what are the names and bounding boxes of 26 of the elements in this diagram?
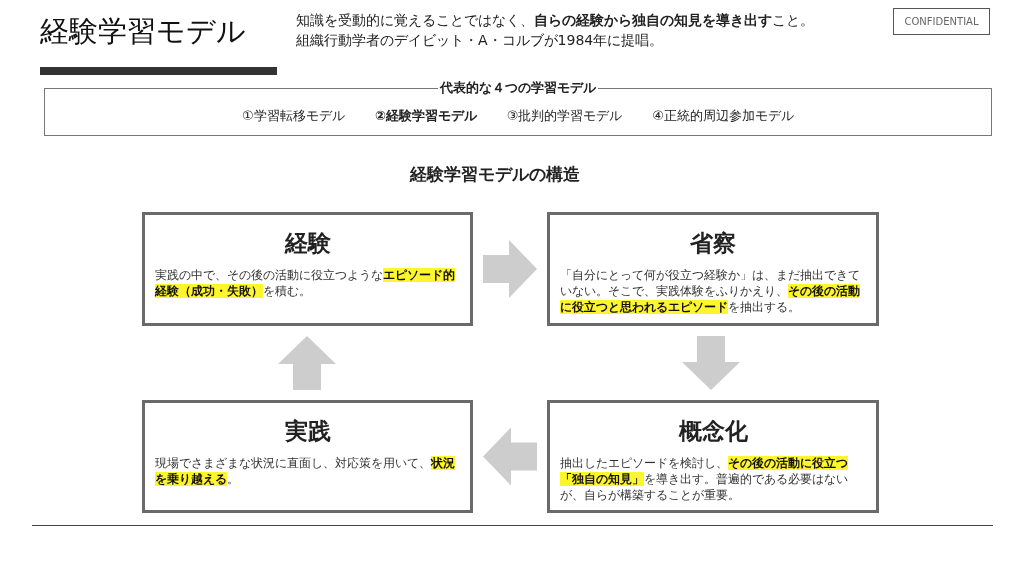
- block-arrow: [483, 240, 537, 298]
- stage-description: 抽出したエピソードを検討し、その後の活動に役立つ「独自の知見」を導き出す。普遍的である必要はないが、自らが構築することが重要。: [560, 455, 849, 503]
- stage-box: [547, 212, 879, 326]
- stage-heading: 省察: [689, 229, 737, 258]
- model-item: ④正統的周辺参加モデル: [652, 107, 794, 125]
- intro-text: 知識を受動的に覚えることではなく、自らの経験から独自の知見を導き出すこと。: [296, 11, 815, 30]
- stage-heading: 経験: [283, 229, 332, 258]
- model-item: ②経験学習モデル: [374, 107, 477, 125]
- stage-description: 現場でさまざまな状況に直面し、対応策を用いて、状況を乗り越える。: [155, 455, 456, 487]
- panel-heading: 代表的な４つの学習モデル: [438, 80, 598, 96]
- stage-heading: 概念化: [677, 417, 749, 446]
- section-heading: 経験学習モデルの構造: [408, 163, 581, 186]
- stage-box: [142, 212, 473, 326]
- model-item: ①学習転移モデル: [242, 107, 345, 125]
- stage-box: [547, 400, 879, 513]
- block-arrow: [483, 427, 537, 486]
- intro-text: 組織行動学者のデイビット・A・コルブが1984年に提唱。: [296, 31, 665, 50]
- confidential-tag: CONFIDENTIAL: [893, 8, 990, 35]
- stage-description: 「自分にとって何が役立つ経験か」は、まだ抽出できていない。そこで、実践体験をふりかえり、その後の活動に役立つと思われるエピソードを抽出する。: [560, 267, 861, 315]
- block-arrow: [278, 336, 336, 390]
- page-title: 経験学習モデル: [40, 13, 246, 50]
- block-arrow: [682, 336, 740, 390]
- model-item: ③批判的学習モデル: [506, 107, 623, 125]
- stage-heading: 実践: [283, 417, 332, 446]
- stage-description: 実践の中で、その後の活動に役立つようなエピソード的経験（成功・失敗）を積む。: [155, 267, 456, 299]
- stage-box: [142, 400, 473, 513]
